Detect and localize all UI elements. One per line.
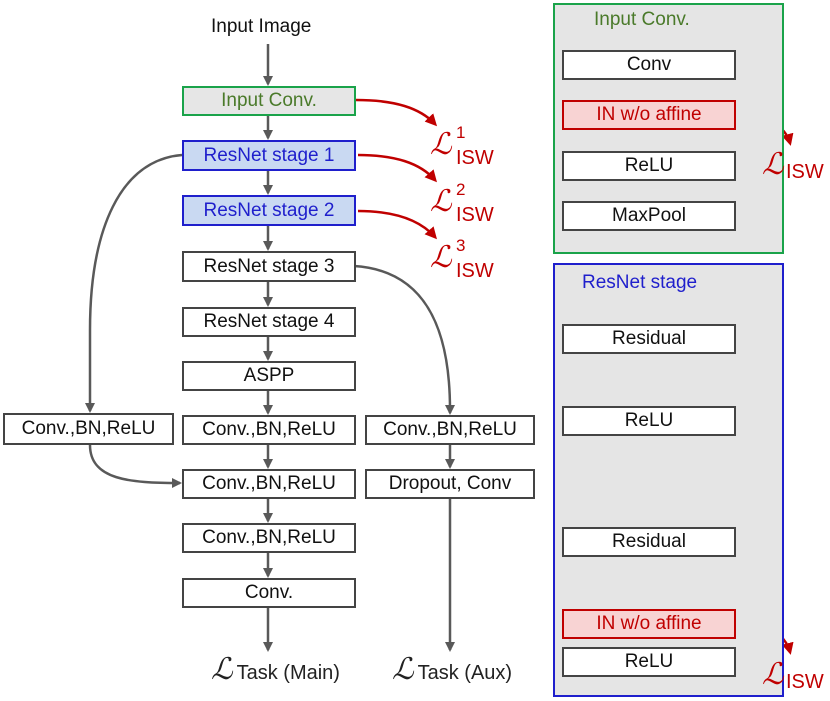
panel-in-wo-affine-box: IN w/o affine [562, 100, 736, 130]
aux-conv-bn-relu-box: Conv.,BN,ReLU [365, 415, 535, 445]
aspp-box: ASPP [182, 361, 356, 391]
arrow-stage3-to-aux-conv [353, 264, 455, 415]
resnet-stage-2-box: ResNet stage 2 [182, 195, 356, 226]
conv-bn-relu-c-box: Conv.,BN,ReLU [182, 523, 356, 553]
conv-bn-relu-b-box: Conv.,BN,ReLU [182, 469, 356, 499]
loss-isw-input-conv-panel: ℒ ISW [762, 147, 824, 183]
input-conv-panel-title: Input Conv. [594, 9, 690, 30]
panel-residual-2-box: Residual [562, 527, 736, 557]
panel-relu-2-box: ReLU [562, 647, 736, 677]
loss-arrow-3 [357, 209, 437, 240]
loss-isw-1: ℒ 1 ISW [430, 123, 494, 169]
arrow-left-conv-to-conv-b [88, 444, 182, 488]
input-conv-box: Input Conv. [182, 86, 356, 116]
panel-in-wo-affine-2-box: IN w/o affine [562, 609, 736, 639]
resnet-stage-1-box: ResNet stage 1 [182, 140, 356, 171]
loss-isw-2: ℒ 2 ISW [430, 180, 494, 226]
loss-isw-resnet-panel: ℒ ISW [762, 657, 824, 693]
loss-arrow-1 [355, 98, 438, 127]
input-image-label: Input Image [211, 16, 312, 37]
panel-maxpool-box: MaxPool [562, 201, 736, 231]
conv-bn-relu-a-box: Conv.,BN,ReLU [182, 415, 356, 445]
arrow-stage1-to-left-conv [85, 153, 183, 413]
panel-residual-1-box: Residual [562, 324, 736, 354]
panel-relu-box: ReLU [562, 151, 736, 181]
resnet-stage-3-box: ResNet stage 3 [182, 251, 356, 282]
loss-isw-3: ℒ 3 ISW [430, 236, 494, 282]
conv-box: Conv. [182, 578, 356, 608]
aux-dropout-conv-box: Dropout, Conv [365, 469, 535, 499]
panel-relu-1-box: ReLU [562, 406, 736, 436]
resnet-stage-4-box: ResNet stage 4 [182, 307, 356, 337]
loss-arrow-2 [357, 153, 437, 183]
panel-conv-box: Conv [562, 50, 736, 80]
resnet-stage-panel-title: ResNet stage [582, 272, 698, 293]
left-conv-bn-relu-box: Conv.,BN,ReLU [3, 413, 174, 445]
